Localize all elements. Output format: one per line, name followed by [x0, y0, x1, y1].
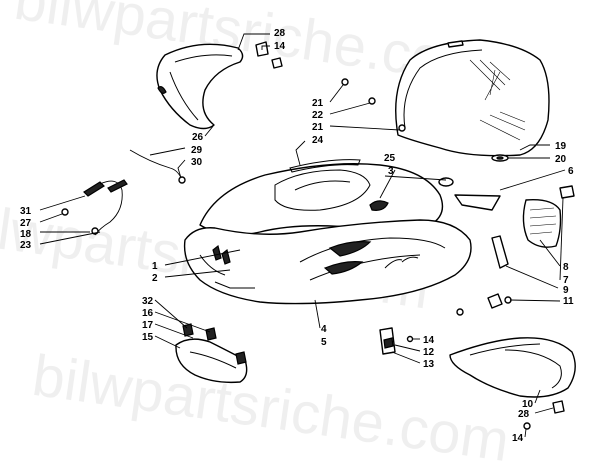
part-25-grommet: [438, 177, 454, 187]
callout-11: 11: [563, 296, 574, 307]
callout-28-top: 28: [274, 28, 286, 39]
part-11-bracket: [456, 293, 512, 316]
callout-7: 7: [563, 275, 569, 286]
callout-26: 26: [192, 132, 204, 143]
callout-18: 18: [20, 229, 32, 240]
callout-29: 29: [191, 145, 203, 156]
part-31-cable: [61, 179, 128, 236]
callout-17: 17: [142, 320, 154, 331]
callout-3: 3: [388, 166, 394, 177]
callout-15: 15: [142, 332, 154, 343]
leader-lines: [39, 33, 566, 438]
callout-10: 10: [522, 399, 534, 410]
callout-27: 27: [20, 218, 32, 229]
callout-25: 25: [384, 153, 396, 164]
callout-31: 31: [20, 206, 32, 217]
callout-14-bottom: 14: [512, 433, 524, 444]
part-4-nose-pan: [183, 219, 472, 305]
callout-labels: 28 14 21 22 21 24 26 29 30 19 20 25 3 6 …: [20, 28, 574, 444]
callout-32: 32: [142, 296, 154, 307]
callout-22: 22: [312, 110, 324, 121]
part-21-fasteners: [341, 78, 406, 132]
callout-9: 9: [563, 285, 569, 296]
callout-8: 8: [563, 262, 569, 273]
watermark-text-3: bilwpartsriche.com: [29, 343, 514, 474]
callout-13: 13: [423, 359, 435, 370]
part-8-side-grille: [522, 185, 575, 248]
part-19-windshield: [395, 39, 550, 157]
callout-1: 1: [152, 261, 158, 272]
part-3-hood: [199, 159, 444, 236]
part-28-bracket-bottom: [523, 400, 565, 430]
callout-12: 12: [423, 347, 435, 358]
callout-16: 16: [142, 308, 154, 319]
callout-14-top: 14: [274, 41, 286, 52]
callout-19: 19: [555, 141, 567, 152]
callout-30: 30: [191, 157, 203, 168]
callout-21-upper: 21: [312, 98, 324, 109]
callout-21-lower: 21: [312, 122, 324, 133]
part-6-decal: [454, 194, 501, 211]
callout-2: 2: [152, 273, 158, 284]
callout-5: 5: [321, 337, 327, 348]
callout-6: 6: [568, 166, 574, 177]
callout-28-bottom: 28: [518, 409, 530, 420]
part-29-cable-top: [129, 149, 186, 184]
callout-4: 4: [321, 324, 327, 335]
part-26-cowl: [156, 43, 244, 130]
part-9-strap: [491, 235, 509, 269]
part-10-cover: [449, 337, 576, 398]
callout-14-mid: 14: [423, 335, 435, 346]
part-20-washer: [491, 154, 509, 162]
callout-23: 23: [20, 240, 32, 251]
part-12-latch: [379, 327, 414, 355]
callout-20: 20: [555, 154, 567, 165]
callout-24: 24: [312, 135, 324, 146]
